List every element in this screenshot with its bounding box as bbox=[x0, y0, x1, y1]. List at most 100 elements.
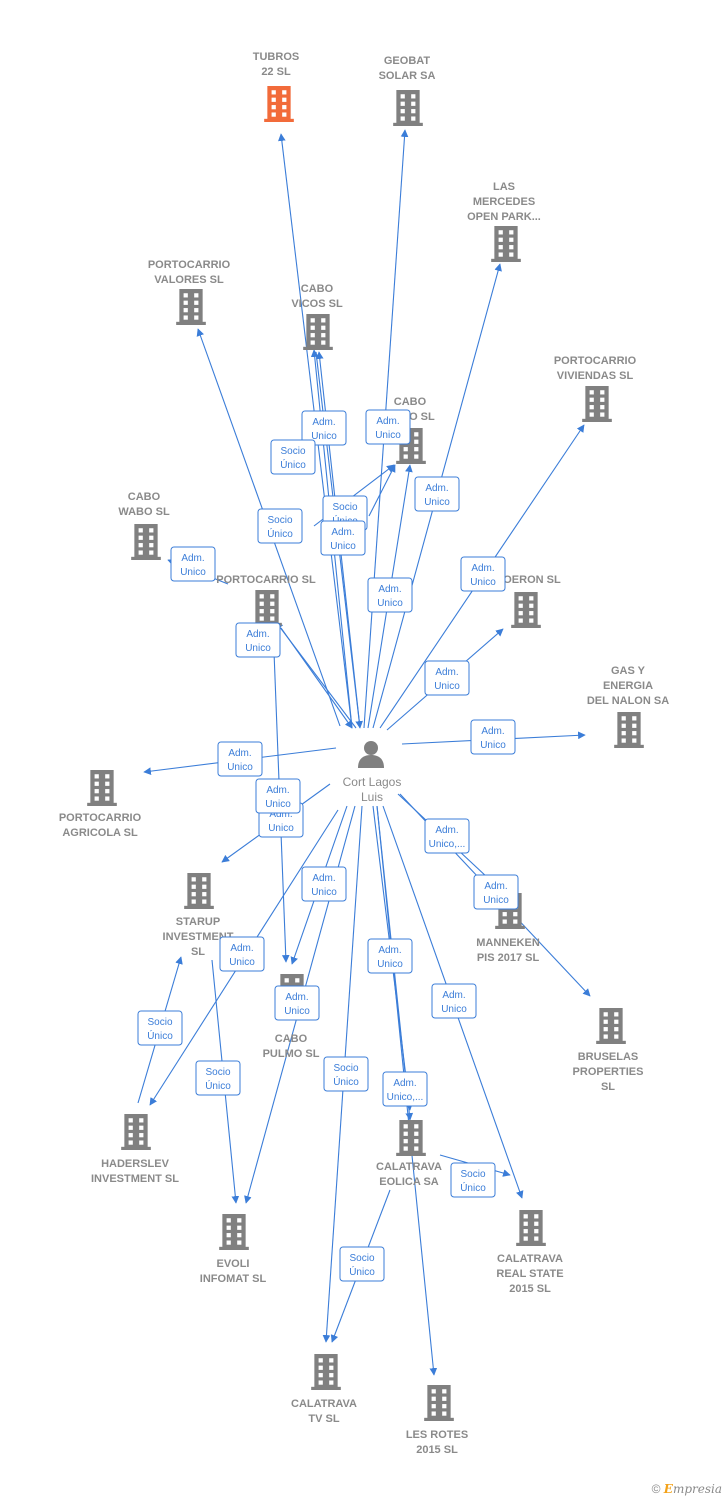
edge-label[interactable]: Adm.Unico bbox=[365, 409, 411, 445]
company-label: BOERON SL bbox=[495, 574, 561, 586]
svg-text:Adm.Unico: Adm.Unico bbox=[434, 667, 460, 692]
edge-label[interactable]: Adm.Unico bbox=[170, 546, 216, 582]
svg-text:Adm.Unico: Adm.Unico bbox=[483, 881, 509, 906]
building-icon bbox=[511, 592, 541, 628]
copyright-symbol: © bbox=[651, 1482, 661, 1496]
person-icon bbox=[358, 741, 384, 768]
edge-label[interactable]: Adm.Unico,... bbox=[382, 1071, 428, 1107]
edge-label[interactable]: Adm.Unico bbox=[414, 476, 460, 512]
building-icon bbox=[396, 1120, 426, 1156]
relation-edge bbox=[368, 464, 396, 517]
edge-label[interactable]: Adm.Unico bbox=[274, 985, 320, 1021]
edge-label[interactable]: Adm.Unico bbox=[301, 866, 347, 902]
edge-label[interactable]: Adm.Unico bbox=[470, 719, 516, 755]
building-icon bbox=[614, 712, 644, 748]
svg-text:Adm.Unico: Adm.Unico bbox=[441, 990, 467, 1015]
building-icon bbox=[596, 1008, 626, 1044]
edge-label[interactable]: Adm.Unico bbox=[367, 577, 413, 613]
building-icon bbox=[131, 524, 161, 560]
edge-label[interactable]: Adm.Unico,... bbox=[424, 818, 470, 854]
svg-text:Adm.Unico: Adm.Unico bbox=[311, 873, 337, 898]
building-icon bbox=[219, 1214, 249, 1250]
edge-label[interactable]: Adm.Unico bbox=[424, 660, 470, 696]
svg-text:Adm.Unico,...: Adm.Unico,... bbox=[387, 1078, 424, 1103]
building-icon bbox=[311, 1354, 341, 1390]
edge-label[interactable]: Adm.Unico bbox=[473, 874, 519, 910]
edge-label[interactable]: Adm.Unico bbox=[320, 520, 366, 556]
edge-label[interactable]: Adm.Unico bbox=[255, 778, 301, 814]
edge-label[interactable]: Adm.Unico bbox=[367, 938, 413, 974]
company-node-boeron[interactable]: BOERON SL bbox=[495, 574, 561, 628]
edge-label[interactable]: Adm.Unico bbox=[219, 936, 265, 972]
edge-label[interactable]: Adm.Unico bbox=[460, 556, 506, 592]
svg-text:Adm.Unico: Adm.Unico bbox=[245, 629, 271, 654]
company-node-portocarrio[interactable]: PORTOCARRIO SL bbox=[216, 574, 316, 626]
svg-text:Adm.Unico: Adm.Unico bbox=[377, 945, 403, 970]
edge-label[interactable]: Adm.Unico bbox=[301, 410, 347, 446]
svg-text:Adm.Unico: Adm.Unico bbox=[268, 809, 294, 834]
svg-text:Adm.Unico: Adm.Unico bbox=[284, 992, 310, 1017]
company-label: PORTOCARRIO SL bbox=[216, 574, 316, 586]
relation-edge bbox=[280, 627, 353, 729]
edge-label[interactable]: Adm.Unico bbox=[431, 983, 477, 1019]
footer: © Empresia bbox=[652, 1482, 722, 1496]
svg-text:Adm.Unico: Adm.Unico bbox=[227, 748, 253, 773]
building-icon bbox=[121, 1114, 151, 1150]
edge-label[interactable]: Adm.Unico bbox=[217, 741, 263, 777]
svg-text:Adm.Unico: Adm.Unico bbox=[470, 563, 496, 588]
svg-text:Adm.Unico: Adm.Unico bbox=[311, 417, 337, 442]
building-icon bbox=[303, 314, 333, 350]
svg-text:Adm.Unico: Adm.Unico bbox=[424, 483, 450, 508]
building-icon bbox=[516, 1210, 546, 1246]
edge-label[interactable]: Adm.Unico bbox=[235, 622, 281, 658]
building-icon bbox=[176, 289, 206, 325]
edges bbox=[137, 129, 591, 1376]
svg-text:Adm.Unico,...: Adm.Unico,... bbox=[429, 825, 466, 850]
